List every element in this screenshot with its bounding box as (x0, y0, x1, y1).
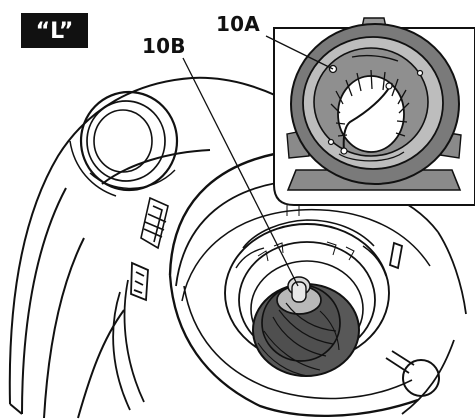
ring-opening (337, 75, 405, 153)
label-10a: 10A (216, 12, 260, 36)
badge-box (21, 13, 88, 48)
round-button-assembly (69, 90, 179, 197)
badge: “L” (21, 13, 88, 48)
wire-end-bottom (340, 147, 348, 155)
left-housing (8, 76, 301, 419)
inset-panel (273, 17, 475, 206)
ring-rivet-right (416, 69, 424, 77)
cone-shaft (291, 281, 307, 303)
label-10b: 10B (142, 34, 186, 58)
button-outer-ring (79, 90, 179, 192)
wire-end-top (385, 82, 393, 90)
ring-rivet-left (327, 138, 335, 146)
leader-10b (182, 57, 299, 287)
left-lower-shell (112, 261, 149, 411)
grinder-cone (252, 276, 360, 377)
side-clip (140, 196, 169, 250)
leader-10a (265, 35, 334, 70)
button-middle-ring (86, 100, 166, 182)
badge-text: “L” (36, 19, 74, 44)
right-rim-details (385, 231, 467, 415)
button-inner-ring (93, 109, 153, 173)
callout-leaders (182, 35, 334, 287)
wire-spring (342, 82, 393, 152)
